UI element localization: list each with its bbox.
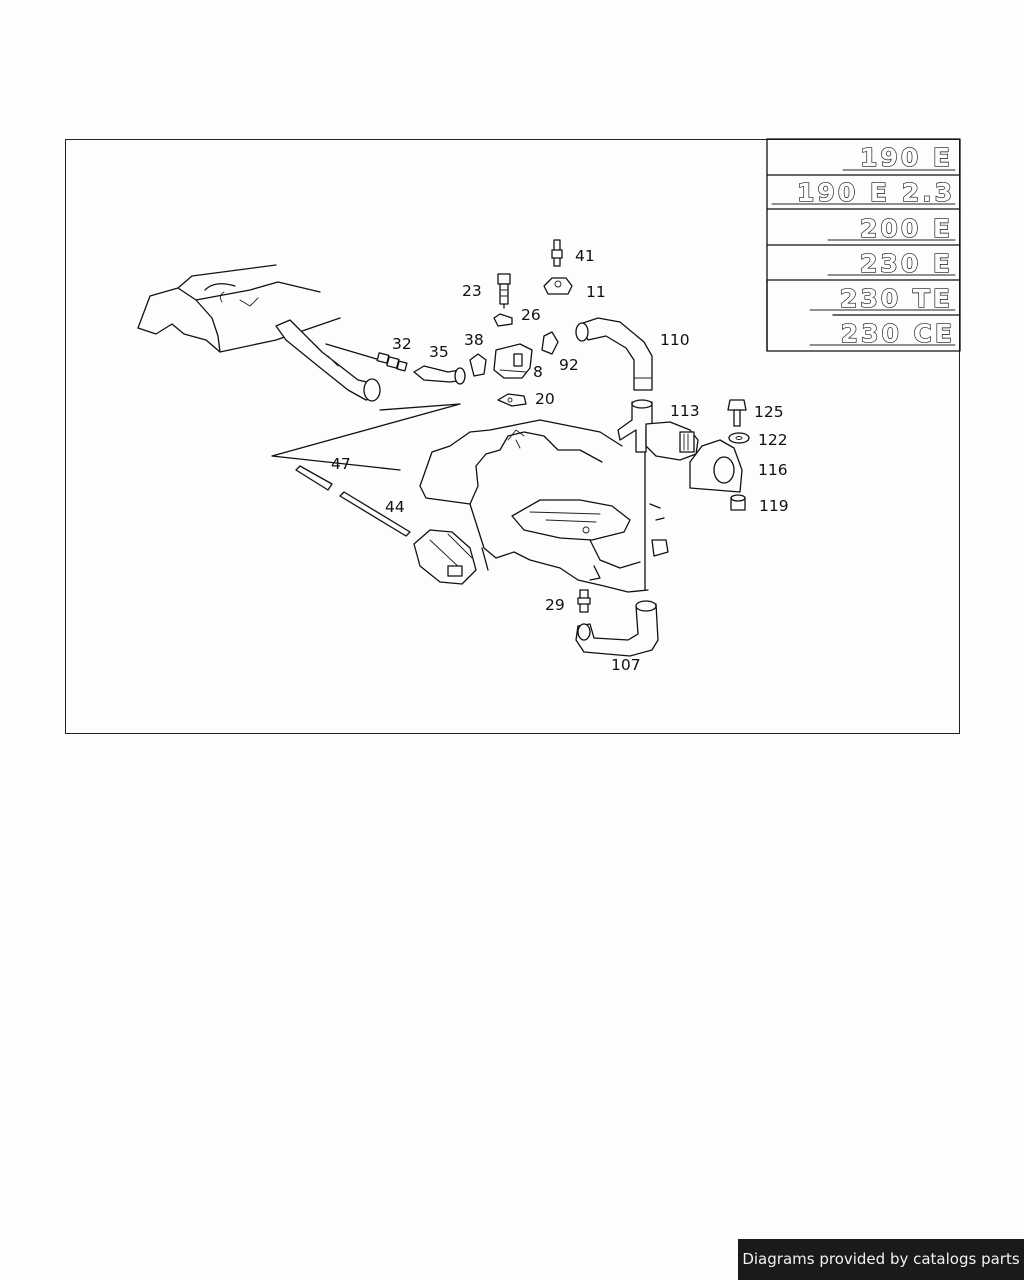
hose-35: [413, 365, 466, 385]
part-label-122: 122: [758, 431, 788, 449]
badge-190e: 190 E: [860, 143, 953, 172]
part-label-107: 107: [611, 656, 641, 674]
badge-230ce: 230 CE: [841, 319, 955, 348]
part-labels: 41 23 11 26 32 35 38 8 92 110 20 113 125…: [331, 247, 789, 674]
part-label-20: 20: [535, 390, 555, 408]
part-label-11: 11: [586, 283, 606, 301]
part-label-8: 8: [533, 363, 543, 381]
part-label-23: 23: [462, 282, 482, 300]
hose-110: [575, 317, 653, 391]
part-label-119: 119: [759, 497, 789, 515]
part-label-113: 113: [670, 402, 700, 420]
hose-107: [575, 600, 659, 657]
part-label-110: 110: [660, 331, 690, 349]
idle-valve: [645, 421, 699, 461]
leader-lines: [271, 299, 646, 591]
badge-200e: 200 E: [860, 214, 953, 243]
part-label-32: 32: [392, 335, 412, 353]
fitting-32: [376, 352, 408, 372]
part-label-41: 41: [575, 247, 595, 265]
bracket-116: [689, 439, 743, 493]
hose-44: [339, 491, 411, 537]
filter-drawing: [413, 529, 477, 585]
bolt-23: [497, 273, 511, 305]
model-badge-panel: 190 E 190 E 2.3 200 E 230 E 230 TE 230 C…: [766, 138, 961, 352]
valve-body-8: [469, 313, 559, 407]
badge-230e: 230 E: [860, 249, 953, 278]
valve-cover-drawing: [137, 264, 381, 402]
part-label-116: 116: [758, 461, 788, 479]
part-label-92: 92: [559, 356, 579, 374]
part-label-44: 44: [385, 498, 405, 516]
footer-attribution: Diagrams provided by catalogs parts: [738, 1239, 1024, 1280]
badge-230te: 230 TE: [840, 284, 953, 313]
part-label-125: 125: [754, 403, 784, 421]
badge-190e-23: 190 E 2.3: [797, 178, 955, 207]
part-label-35: 35: [429, 343, 449, 361]
t-fitting-113: [617, 399, 653, 453]
fitting-29: [577, 589, 591, 613]
intake-manifold-drawing: [419, 419, 669, 593]
connector-41: [543, 239, 573, 295]
part-label-38: 38: [464, 331, 484, 349]
bushing-119: [730, 494, 746, 511]
part-label-47: 47: [331, 455, 351, 473]
washer-122: [728, 432, 750, 444]
diagram-frame: [65, 139, 960, 734]
bolt-125: [727, 399, 747, 427]
hose-47: [295, 465, 333, 491]
part-label-26: 26: [521, 306, 541, 324]
part-label-29: 29: [545, 596, 565, 614]
